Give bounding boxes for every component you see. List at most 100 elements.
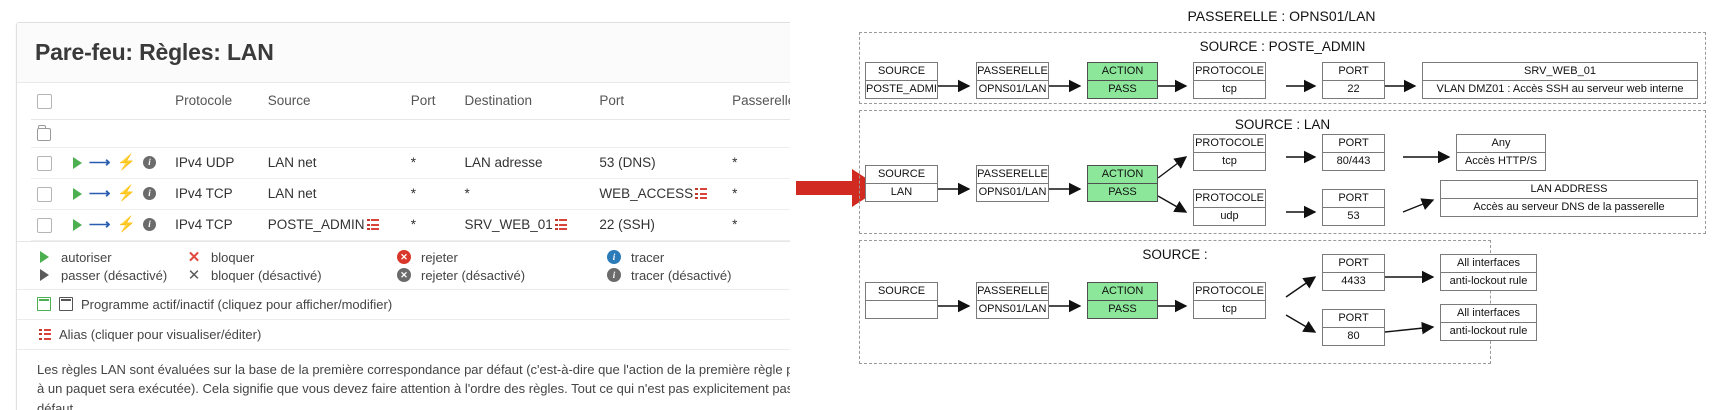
rule-status-icons[interactable]: ⟶⚡i (66, 147, 170, 179)
rule-destination-port: 22 (SSH) (593, 209, 727, 241)
rule-destination-text: SRV_WEB_01 (464, 217, 553, 233)
info-icon[interactable]: i (143, 156, 157, 170)
rule-destination-text: LAN adresse (464, 155, 543, 171)
node-header: PORT (1323, 255, 1384, 273)
alias-list-icon[interactable] (366, 219, 379, 231)
legend-grid: autoriser ✕ bloquer ✕ rejeter i tracer p… (37, 250, 790, 283)
column-header-destination-port[interactable]: Port (593, 83, 727, 120)
column-header-destination[interactable]: Destination (458, 83, 594, 120)
node-header: PORT (1323, 310, 1384, 328)
schedule-legend-row: Programme actif/inactif (cliquez pour af… (17, 288, 790, 319)
node-value: OPNS01/LAN (978, 83, 1047, 95)
column-header-source[interactable]: Source (261, 83, 405, 120)
rule-status-icons[interactable]: ⟶⚡i (66, 209, 170, 241)
legend-label-pass: autoriser (61, 249, 112, 265)
row-checkbox[interactable] (37, 155, 52, 171)
legend-label-reject-disabled: rejeter (désactivé) (421, 267, 526, 283)
calendar-inactive-icon (59, 297, 73, 312)
folder-row (31, 119, 790, 148)
reject-disabled-icon: ✕ (397, 268, 411, 283)
node-destination-1: SRV_WEB_01 VLAN DMZ01 : Accès SSH au ser… (1422, 62, 1698, 99)
node-value: 80/443 (1336, 155, 1371, 167)
block-disabled-icon: ✕ (187, 266, 201, 284)
alias-list-icon (39, 328, 51, 340)
row-checkbox[interactable] (37, 217, 52, 233)
alias-list-icon[interactable] (554, 219, 567, 231)
node-value: anti-lockout rule (1449, 275, 1528, 287)
column-header-gateway[interactable]: Passerelle (726, 83, 790, 120)
node-value (866, 301, 937, 318)
rule-source-port-text: * (410, 217, 416, 233)
legend-item-block-disabled: ✕ bloquer (désactivé) (187, 268, 397, 283)
pass-play-icon[interactable] (72, 218, 82, 231)
rule-gateway: * (726, 209, 790, 241)
pass-play-icon[interactable] (72, 156, 82, 169)
info-icon[interactable]: i (143, 187, 157, 201)
node-port-80: PORT 80 (1322, 309, 1385, 346)
log-info-icon: i (607, 250, 621, 265)
node-action-1: ACTION PASS (1087, 62, 1158, 99)
node-value: PASS (1108, 83, 1137, 95)
pass-play-icon[interactable] (72, 187, 82, 200)
node-header: SRV_WEB_01 (1423, 63, 1697, 81)
rules-table-wrapper: Protocole Source Port Destination Port P… (17, 83, 790, 241)
pass-disabled-icon (37, 269, 51, 282)
row-select-cell[interactable] (31, 209, 67, 241)
folder-icon[interactable] (37, 124, 51, 141)
legend-item-log-disabled: i tracer (désactivé) (607, 268, 790, 283)
row-select-cell[interactable] (31, 147, 67, 179)
rule-status-icons[interactable]: ⟶⚡i (66, 178, 170, 210)
rule-destination: LAN adresse (458, 147, 594, 179)
node-value: VLAN DMZ01 : Accès SSH au serveur web in… (1436, 83, 1684, 95)
row-select-cell[interactable] (31, 178, 67, 210)
node-action-2: ACTION PASS (1087, 165, 1158, 202)
node-value: LAN (890, 186, 913, 198)
node-header: PORT (1323, 135, 1384, 153)
node-destination-any: Any Accès HTTP/S (1456, 134, 1546, 171)
node-gateway-2: PASSERELLE OPNS01/LAN (976, 165, 1049, 202)
node-value: OPNS01/LAN (978, 186, 1047, 198)
legend-label-log-disabled: tracer (désactivé) (631, 267, 732, 283)
rule-gateway-text: * (732, 217, 738, 233)
schedule-legend-label[interactable]: Programme actif/inactif (cliquez pour af… (81, 296, 393, 312)
node-source-lan: SOURCE LAN (865, 165, 938, 202)
rule-source-port: * (404, 178, 459, 210)
alias-list-icon[interactable] (695, 188, 708, 200)
select-all-checkbox[interactable] (37, 93, 52, 109)
column-header-protocol[interactable]: Protocole (169, 83, 262, 120)
node-header: PASSERELLE (977, 283, 1048, 301)
node-header: SOURCE (866, 283, 937, 301)
node-port-4433: PORT 4433 (1322, 254, 1385, 291)
rule-protocol-text: IPv4 TCP (175, 217, 233, 233)
node-protocol-3: PROTOCOLE tcp (1193, 282, 1266, 319)
row-checkbox[interactable] (37, 186, 52, 202)
quick-bolt-icon: ⚡ (117, 216, 137, 234)
pass-play-icon (37, 251, 51, 264)
node-header: PROTOCOLE (1194, 135, 1265, 153)
rule-protocol: IPv4 UDP (169, 147, 262, 179)
rule-source: LAN net (261, 178, 405, 210)
node-header: SOURCE (866, 166, 937, 184)
info-icon[interactable]: i (143, 218, 157, 232)
node-header: PORT (1323, 63, 1384, 81)
rule-destination: SRV_WEB_01 (458, 209, 594, 241)
rule-destination: * (458, 178, 594, 210)
node-header: PASSERELLE (977, 63, 1048, 81)
rule-source-text: POSTE_ADMIN (267, 217, 365, 233)
diagram-group-anti-lockout: SOURCE : (859, 240, 1491, 364)
rule-source-text: LAN net (267, 186, 317, 202)
node-value: tcp (1222, 303, 1237, 315)
folder-cell[interactable] (31, 119, 67, 148)
node-header: Any (1457, 135, 1545, 153)
diagram-group-poste-admin: SOURCE : POSTE_ADMIN (859, 32, 1706, 104)
column-header-source-port[interactable]: Port (404, 83, 459, 120)
group-label-lan: SOURCE : LAN (1234, 117, 1331, 132)
node-value: tcp (1222, 83, 1237, 95)
rule-destination-text: * (464, 186, 470, 202)
node-port-1: PORT 22 (1322, 62, 1385, 99)
alias-legend-label[interactable]: Alias (cliquer pour visualiser/éditer) (59, 326, 262, 342)
rule-source-port-text: * (410, 186, 416, 202)
